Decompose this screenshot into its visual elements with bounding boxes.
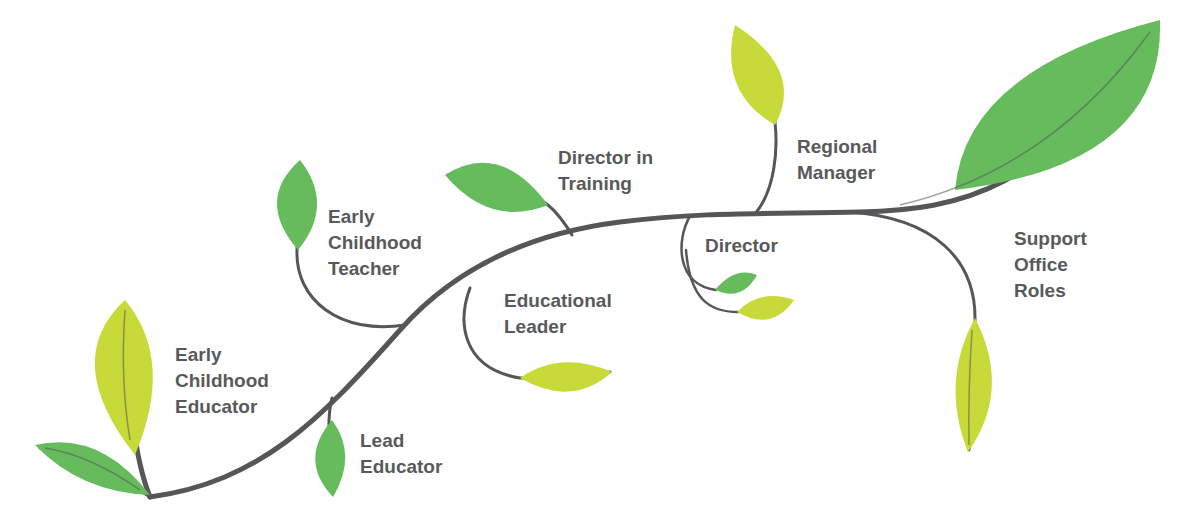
leaf — [95, 300, 153, 455]
leaf — [315, 420, 345, 497]
career-label: Director — [705, 233, 815, 259]
career-label: Early Childhood Teacher — [328, 204, 453, 282]
vine-branch — [850, 212, 975, 450]
career-label: Support Office Roles — [1014, 226, 1109, 304]
leaf — [520, 362, 612, 391]
leaf — [35, 442, 150, 495]
leaf — [737, 296, 794, 320]
career-label: Educational Leader — [504, 288, 634, 340]
career-label: Lead Educator — [360, 428, 455, 480]
leaf — [277, 160, 317, 250]
career-label: Director in Training — [558, 145, 676, 197]
career-label: Early Childhood Educator — [175, 342, 300, 420]
leaf-veins — [45, 32, 1150, 490]
leaf — [955, 20, 1160, 190]
leaves — [35, 20, 1160, 497]
leaf — [731, 25, 784, 125]
leaf — [956, 318, 992, 452]
career-label: Regional Manager — [797, 134, 907, 186]
leaf — [445, 163, 548, 212]
leaf — [715, 273, 757, 294]
